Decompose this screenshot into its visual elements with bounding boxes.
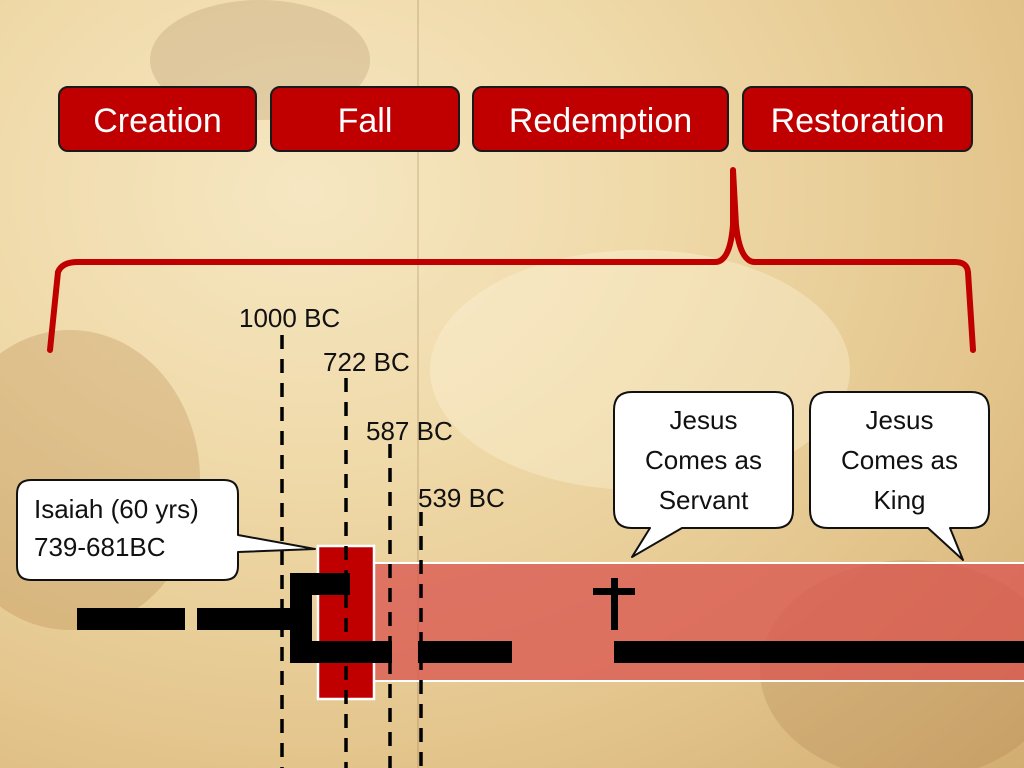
phase-redemption: Redemption	[472, 86, 729, 152]
timeline-bar	[197, 608, 290, 630]
servant-bubble-text: Jesus Comes as Servant	[614, 400, 793, 520]
date-label-539bc: 539 BC	[418, 483, 505, 513]
servant-speech-bubble	[613, 391, 794, 558]
king-line-1: Jesus	[865, 405, 934, 435]
phase-creation: Creation	[58, 86, 257, 152]
timeline-bar	[290, 641, 392, 663]
date-label-587bc: 587 BC	[366, 416, 453, 446]
phase-fall: Fall	[270, 86, 460, 152]
king-line-2: Comes as	[840, 445, 959, 475]
timeline-bar	[418, 641, 512, 663]
king-bubble-text: Jesus Comes as King	[810, 400, 989, 520]
isaiah-dates: 739-681BC	[34, 532, 166, 562]
date-label-722bc: 722 BC	[323, 347, 410, 377]
timeline-bar	[77, 608, 185, 630]
servant-line-2: Comes as	[644, 445, 763, 475]
timeline-step	[290, 573, 312, 663]
date-label-1000bc: 1000 BC	[239, 303, 341, 333]
isaiah-name: Isaiah (60 yrs)	[34, 494, 199, 524]
servant-line-3: Servant	[658, 485, 749, 515]
servant-line-1: Jesus	[669, 405, 738, 435]
isaiah-callout	[16, 479, 316, 581]
redemption-brace	[47, 167, 976, 353]
history-band	[329, 562, 1024, 682]
cross-icon	[593, 578, 635, 630]
king-line-3: King	[873, 485, 926, 515]
timeline-bar	[614, 641, 1024, 663]
king-speech-bubble	[809, 391, 990, 561]
phase-restoration: Restoration	[742, 86, 973, 152]
paper-crease	[417, 0, 419, 768]
isaiah-callout-text: Isaiah (60 yrs) 739-681BC	[34, 490, 234, 566]
